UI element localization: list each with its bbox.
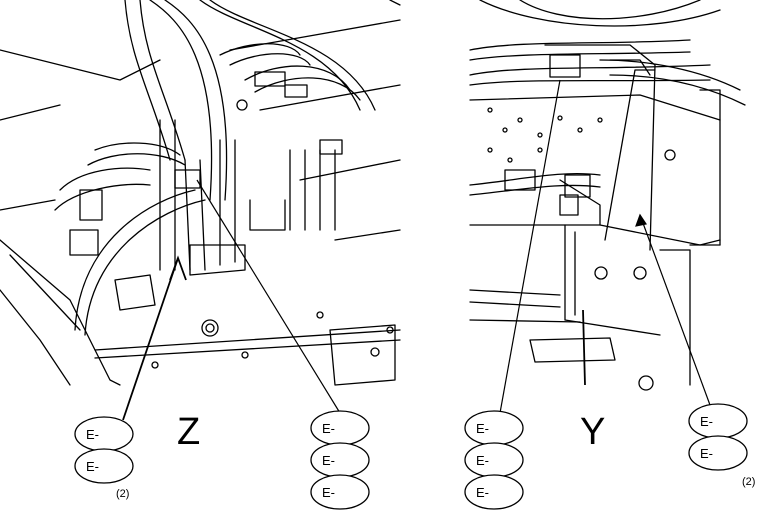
callout-z-left-1-label: E- — [86, 427, 99, 442]
callout-y-left-2: E- — [464, 442, 524, 478]
callout-y-right-1: E- — [688, 403, 748, 439]
callout-z-right-2: E- — [310, 442, 370, 478]
view-z-drawing — [0, 0, 401, 386]
view-z-leaders — [122, 179, 341, 421]
callout-z-right-1-label: E- — [322, 421, 335, 436]
view-label-z: Z — [177, 411, 200, 453]
callout-z-left-2-label: E- — [86, 459, 99, 474]
callout-y-right-2: E- — [688, 435, 748, 471]
leader-y-left — [499, 79, 561, 414]
leader-z-arrowhead — [169, 255, 187, 281]
leader-y-lower — [582, 309, 586, 386]
callout-y-left-3-label: E- — [476, 485, 489, 500]
callout-y-right-2-label: E- — [700, 446, 713, 461]
leader-z-left — [122, 257, 179, 421]
callout-z-right-3: E- — [310, 474, 370, 510]
callout-y-left-3: E- — [464, 474, 524, 510]
callout-z-right-2-label: E- — [322, 453, 335, 468]
leader-z-right — [196, 179, 341, 414]
view-y-drawing — [469, 0, 746, 391]
view-label-y: Y — [580, 411, 605, 453]
callout-y-right-1-label: E- — [700, 414, 713, 429]
callout-z-right-1: E- — [310, 410, 370, 446]
callout-y-left-2-label: E- — [476, 453, 489, 468]
callout-z-left-2: E- — [74, 448, 134, 484]
leader-y-right — [639, 214, 711, 406]
callout-z-left-1: E- — [74, 416, 134, 452]
view-y-leaders — [499, 79, 711, 414]
leader-y-arrowhead — [635, 213, 647, 227]
callout-y-left-1-label: E- — [476, 421, 489, 436]
callout-y-left-1: E- — [464, 410, 524, 446]
qty-z-left: (2) — [116, 488, 129, 500]
callout-z-right-3-label: E- — [322, 485, 335, 500]
qty-y-right: (2) — [742, 476, 755, 488]
